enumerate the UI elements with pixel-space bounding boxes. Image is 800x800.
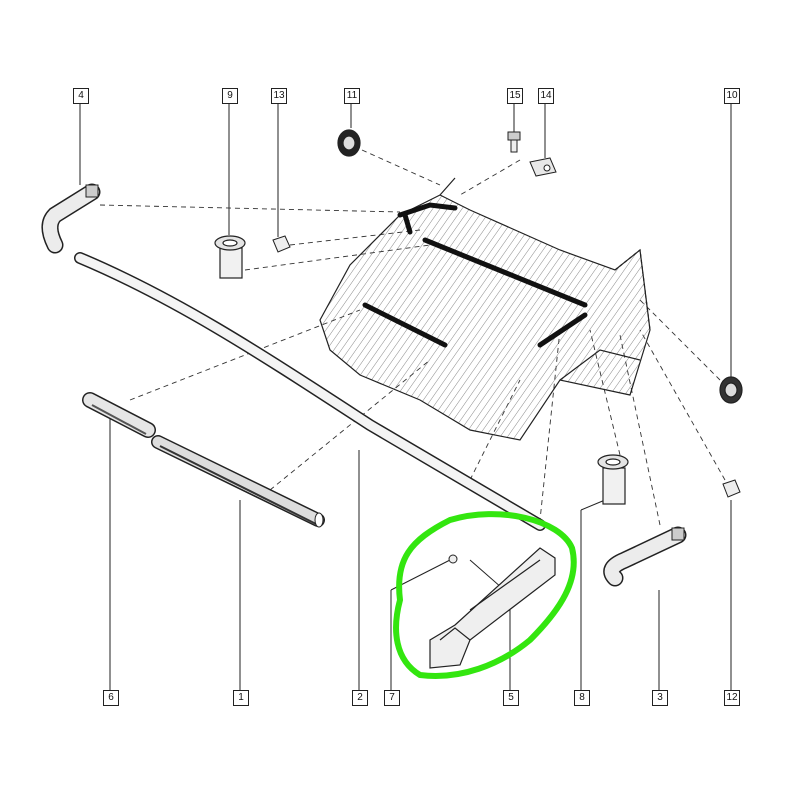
body-seal-channels: [362, 202, 588, 348]
part-15-bolt: [507, 131, 521, 153]
callout-6: 6: [103, 690, 119, 706]
part-4-left-elbow: [41, 183, 101, 254]
part-11-ring-grommet: [337, 129, 361, 157]
callout-2: 2: [352, 690, 368, 706]
callout-3: 3: [652, 690, 668, 706]
part-10-ring-grommet: [719, 376, 743, 404]
part-7-clip: [448, 554, 458, 564]
callout-11: 11: [344, 88, 360, 104]
callout-12: 12: [724, 690, 740, 706]
part-9-left-grommet: [214, 235, 246, 279]
part-3-right-elbow: [603, 526, 687, 587]
callout-15: 15: [507, 88, 523, 104]
callout-13: 13: [271, 88, 287, 104]
callout-14: 14: [538, 88, 554, 104]
callout-10: 10: [724, 88, 740, 104]
green-highlight-circle: [393, 511, 577, 679]
callout-7: 7: [384, 690, 400, 706]
part-12-clip: [722, 479, 741, 498]
part-8-right-grommet: [597, 454, 629, 505]
vehicle-body: [319, 177, 651, 441]
callout-4: 4: [73, 88, 89, 104]
part-2-long-seal: [74, 252, 546, 531]
part-5-sill-trim: [429, 547, 556, 669]
callout-1: 1: [233, 690, 249, 706]
part-1-lower-seal: [151, 435, 325, 528]
part-13-clip: [272, 235, 291, 253]
callout-9: 9: [222, 88, 238, 104]
part-14-bracket: [529, 157, 557, 177]
callout-5: 5: [503, 690, 519, 706]
part-6-short-seal: [82, 392, 156, 438]
callout-8: 8: [574, 690, 590, 706]
